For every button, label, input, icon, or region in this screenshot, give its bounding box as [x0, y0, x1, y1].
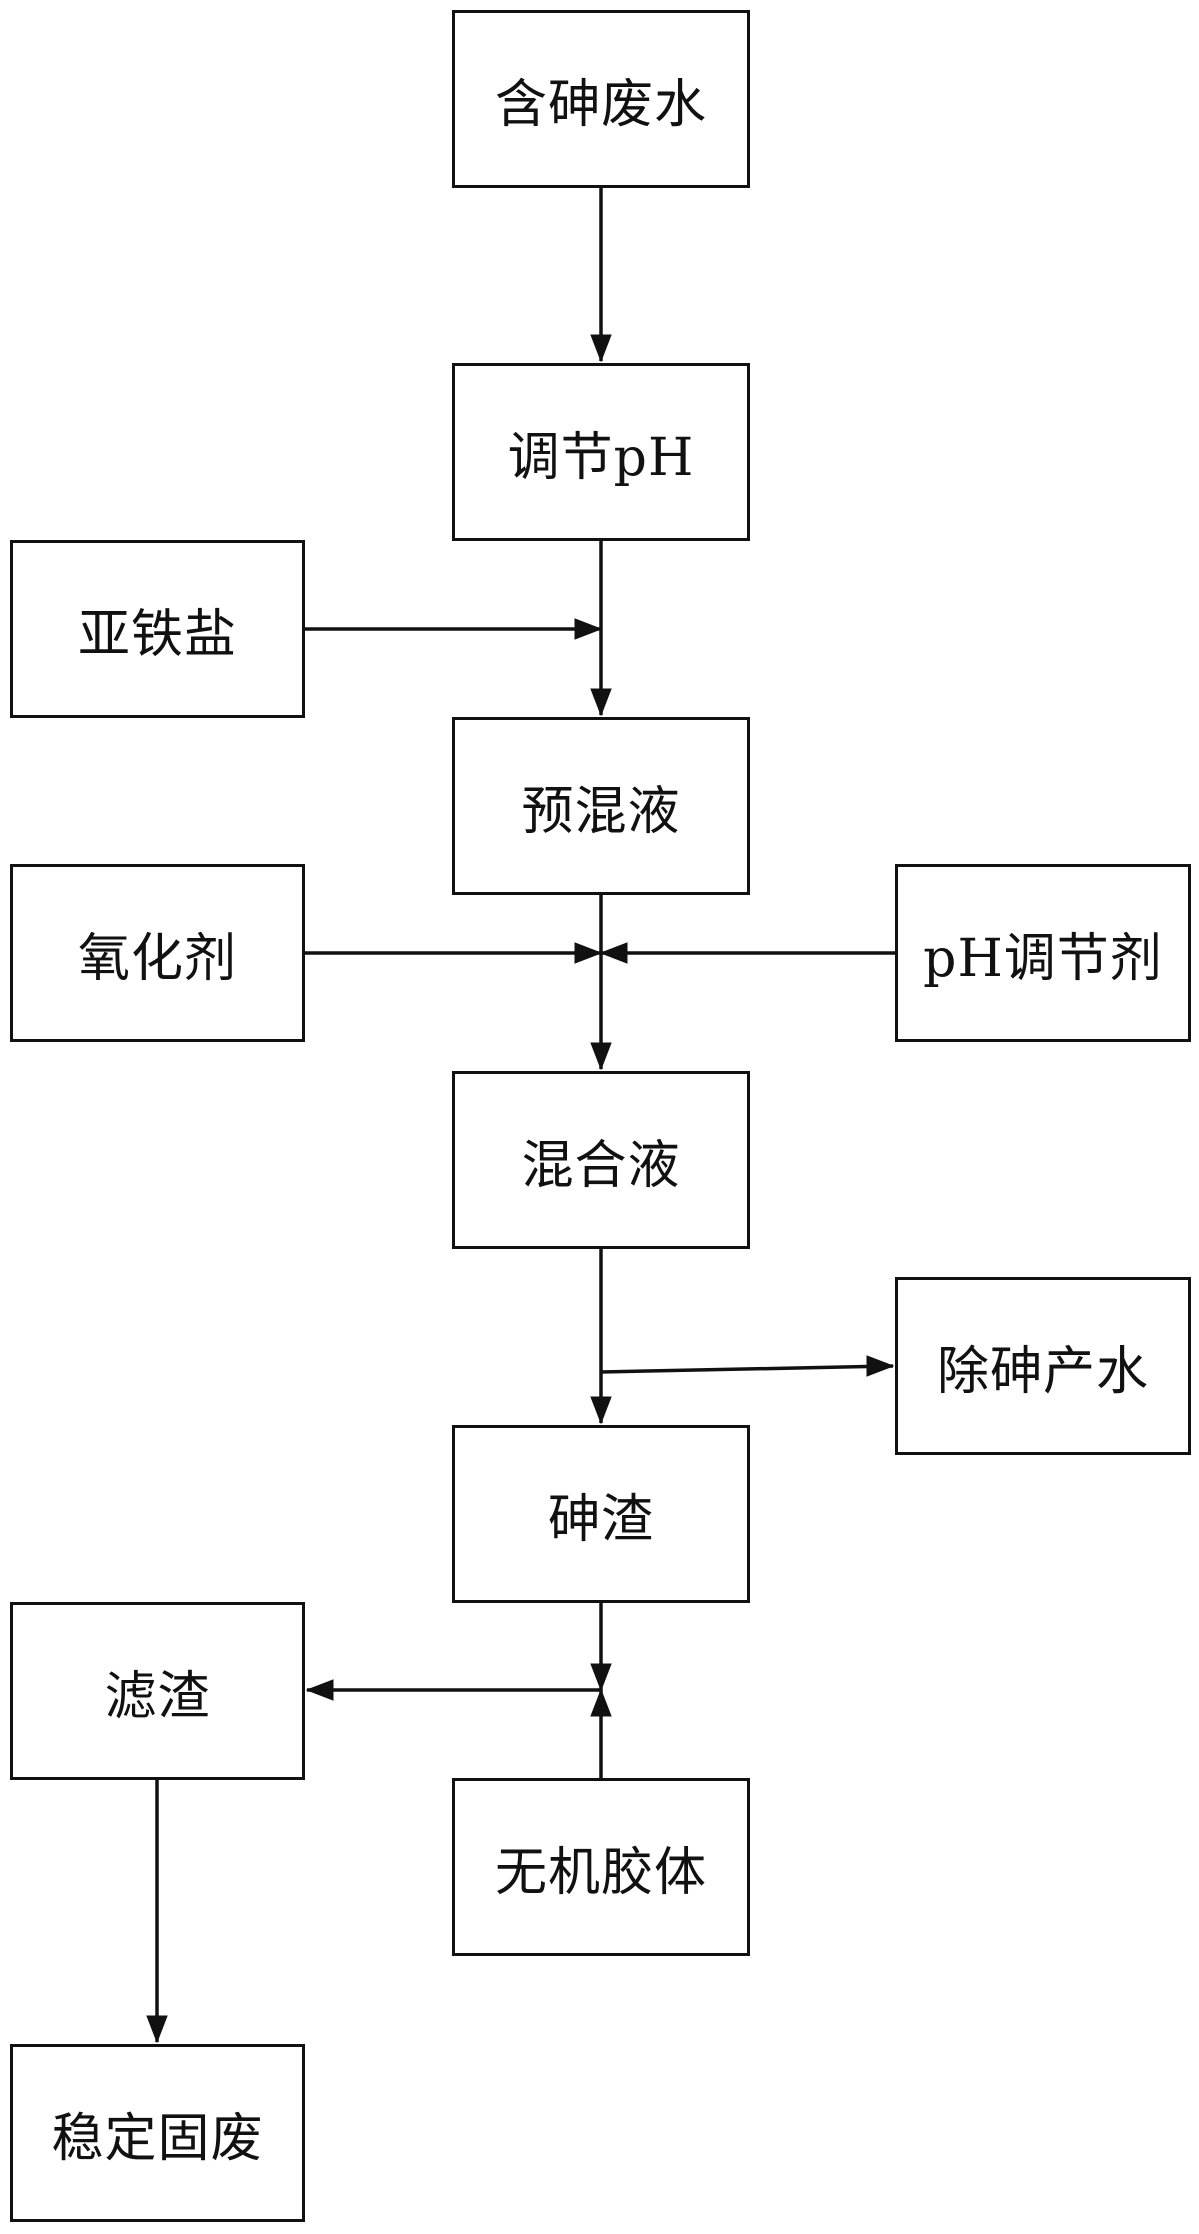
node-arsenic-residue: 砷渣	[452, 1425, 750, 1603]
node-arsenic-wastewater: 含砷废水	[452, 10, 750, 188]
arrow-premix-to-mixed	[590, 895, 612, 1071]
node-oxidant: 氧化剂	[10, 864, 305, 1042]
node-inorganic-colloid: 无机胶体	[452, 1778, 750, 1956]
arrow-mixed-to-arsenic-residue	[590, 1249, 612, 1425]
node-dearsenic-water: 除砷产水	[895, 1277, 1191, 1455]
node-mixed-liquid: 混合液	[452, 1071, 750, 1249]
arrow-mixed-to-dearsenic-water	[600, 1355, 895, 1377]
arrow-arsenic-residue-to-junction	[590, 1603, 612, 1692]
arrow-oxidant-to-flow	[305, 942, 603, 964]
node-premix-liquid: 预混液	[452, 717, 750, 895]
arrow-ph-regulator-to-flow	[599, 942, 895, 964]
node-ph-regulator: pH调节剂	[895, 864, 1191, 1042]
node-ferrous-salt: 亚铁盐	[10, 540, 305, 718]
arrow-wastewater-to-adjust-ph	[590, 188, 612, 363]
arrow-ferrous-salt-to-flow	[305, 618, 603, 640]
arrow-junction-to-filter-residue	[305, 1679, 601, 1701]
arrow-filter-residue-to-stable-waste	[146, 1780, 168, 2044]
node-stable-solid-waste: 稳定固废	[10, 2044, 305, 2222]
node-adjust-ph: 调节pH	[452, 363, 750, 541]
arrow-colloid-to-junction	[590, 1688, 612, 1778]
node-filter-residue: 滤渣	[10, 1602, 305, 1780]
